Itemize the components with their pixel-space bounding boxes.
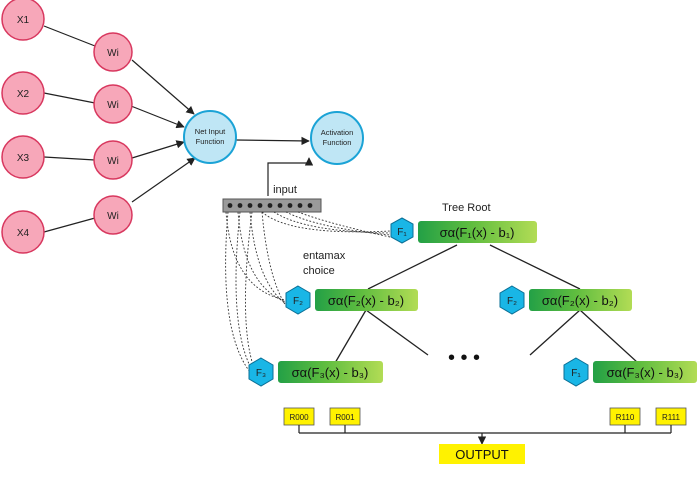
input-nodes: X1 X2 X3 X4 (1, 0, 45, 254)
feature-label: F₂ (293, 296, 303, 307)
ellipsis: • • • (448, 347, 480, 369)
feature-label: F₃ (256, 368, 266, 379)
input-bar-dots (227, 203, 313, 208)
feature-label: F₁ (397, 227, 407, 238)
input-node-x2: X2 (1, 71, 45, 115)
input-label: X1 (17, 15, 30, 26)
leaf-nodes: R000 R001 R110 R111 (283, 407, 687, 426)
tree-node-level3-left: F₃ σα(F₃(x) - b₃) (248, 357, 383, 387)
leaf-node: R111 (655, 407, 687, 426)
entamax-label-line1: entamax (303, 250, 346, 262)
weight-node: Wi (93, 140, 133, 180)
tree-node-level2-left: F₂ σα(F₂(x) - b₂) (285, 285, 418, 315)
output-box: OUTPUT (439, 444, 525, 464)
node-function: σα(F₁(x) - b₁) (440, 225, 515, 240)
tree-edges (334, 244, 639, 364)
net-input-label-line1: Net Input (195, 127, 226, 136)
perceptron-edges (43, 25, 314, 233)
weight-label: Wi (107, 156, 119, 167)
leaf-label: R110 (616, 413, 635, 422)
weight-label: Wi (107, 48, 119, 59)
weight-nodes: Wi Wi Wi Wi (93, 32, 133, 235)
tree-node-level2-right: F₂ σα(F₂(x) - b₂) (499, 285, 632, 315)
input-node-x4: X4 (1, 210, 45, 254)
weight-node: Wi (93, 84, 133, 124)
input-node-x3: X3 (1, 135, 45, 179)
leaf-node: R110 (609, 407, 641, 426)
output-label: OUTPUT (455, 447, 509, 462)
weight-label: Wi (107, 211, 119, 222)
input-label: X4 (17, 228, 30, 239)
entamax-label-line2: choice (303, 265, 335, 277)
node-function: σα(F₃(x) - b₃) (292, 365, 369, 380)
input-label: X3 (17, 153, 30, 164)
entamax-connections (225, 211, 391, 373)
feature-label: F₂ (507, 296, 517, 307)
activation-label-line2: Function (323, 138, 352, 147)
activation-node: Activation Function (310, 111, 364, 165)
weight-node: Wi (93, 32, 133, 72)
node-function: σα(F₂(x) - b₂) (328, 293, 404, 308)
leaf-node: R000 (283, 407, 315, 426)
input-node-x1: X1 (1, 0, 45, 41)
tree-node-root: F₁ σα(F₁(x) - b₁) (390, 217, 537, 244)
leaf-label: R111 (662, 413, 680, 422)
leaf-label: R001 (335, 413, 355, 422)
net-input-label-line2: Function (196, 137, 225, 146)
leaf-label: R000 (289, 413, 309, 422)
leaf-node: R001 (329, 407, 361, 426)
weight-node: Wi (93, 195, 133, 235)
node-function: σα(F₃(x) - b₃) (607, 365, 684, 380)
node-function: σα(F₂(x) - b₂) (542, 293, 618, 308)
input-bar-label: input (273, 184, 297, 196)
weight-label: Wi (107, 100, 119, 111)
input-label: X2 (17, 89, 30, 100)
net-input-node: Net Input Function (183, 110, 237, 164)
input-bar (222, 198, 322, 213)
activation-label-line1: Activation (321, 128, 354, 137)
feature-label: F₁ (571, 368, 581, 379)
output-bus (298, 425, 672, 445)
tree-root-label: Tree Root (442, 202, 491, 214)
tree-node-level3-right: F₁ σα(F₃(x) - b₃) (563, 357, 697, 387)
